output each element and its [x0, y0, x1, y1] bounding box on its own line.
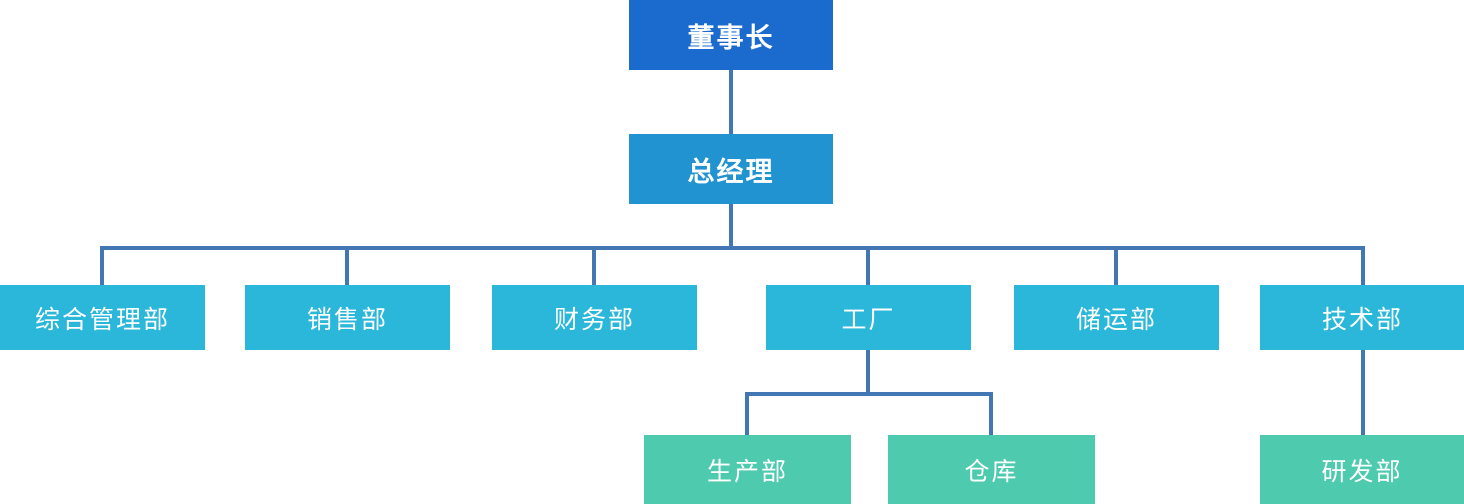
- org-node-label: 总经理: [687, 156, 775, 187]
- org-node-label: 生产部: [706, 457, 788, 486]
- org-node-general-admin-dept[interactable]: 综合管理部: [0, 285, 205, 350]
- org-node-sales-dept[interactable]: 销售部: [245, 285, 450, 350]
- connector-factory-children-bus: [745, 392, 993, 396]
- org-node-label: 技术部: [1321, 305, 1403, 334]
- connector-chairman-to-gm-stem: [729, 70, 733, 134]
- org-node-label: 财务部: [553, 305, 635, 334]
- org-node-factory[interactable]: 工厂: [766, 285, 971, 350]
- connector-drop-warehouse: [989, 392, 993, 436]
- connector-drop-finance: [592, 246, 596, 286]
- connector-drop-production: [745, 392, 749, 436]
- connector-gm-down-stem: [729, 204, 733, 250]
- org-node-label: 综合管理部: [34, 305, 170, 334]
- connector-level3-bus: [100, 246, 1365, 250]
- org-node-label: 工厂: [841, 305, 896, 334]
- connector-drop-sales: [345, 246, 349, 286]
- org-node-storage-transport-dept[interactable]: 储运部: [1014, 285, 1219, 350]
- connector-technology-to-rnd-stem: [1361, 350, 1365, 436]
- org-node-label: 董事长: [687, 22, 775, 53]
- connector-drop-factory: [866, 246, 870, 286]
- org-node-label: 研发部: [1321, 457, 1403, 486]
- org-node-rnd-dept[interactable]: 研发部: [1260, 435, 1464, 504]
- org-node-label: 仓库: [964, 457, 1019, 486]
- org-node-finance-dept[interactable]: 财务部: [492, 285, 697, 350]
- connector-drop-technology: [1361, 246, 1365, 286]
- org-node-warehouse[interactable]: 仓库: [888, 435, 1095, 504]
- connector-drop-general-admin: [100, 246, 104, 286]
- connector-drop-storage: [1114, 246, 1118, 286]
- org-node-chairman[interactable]: 董事长: [629, 0, 833, 70]
- org-node-production-dept[interactable]: 生产部: [644, 435, 851, 504]
- org-node-label: 销售部: [306, 305, 388, 334]
- org-node-general-manager[interactable]: 总经理: [629, 134, 833, 204]
- connector-factory-down-stem: [866, 350, 870, 394]
- org-node-label: 储运部: [1075, 305, 1157, 334]
- org-node-technology-dept[interactable]: 技术部: [1260, 285, 1464, 350]
